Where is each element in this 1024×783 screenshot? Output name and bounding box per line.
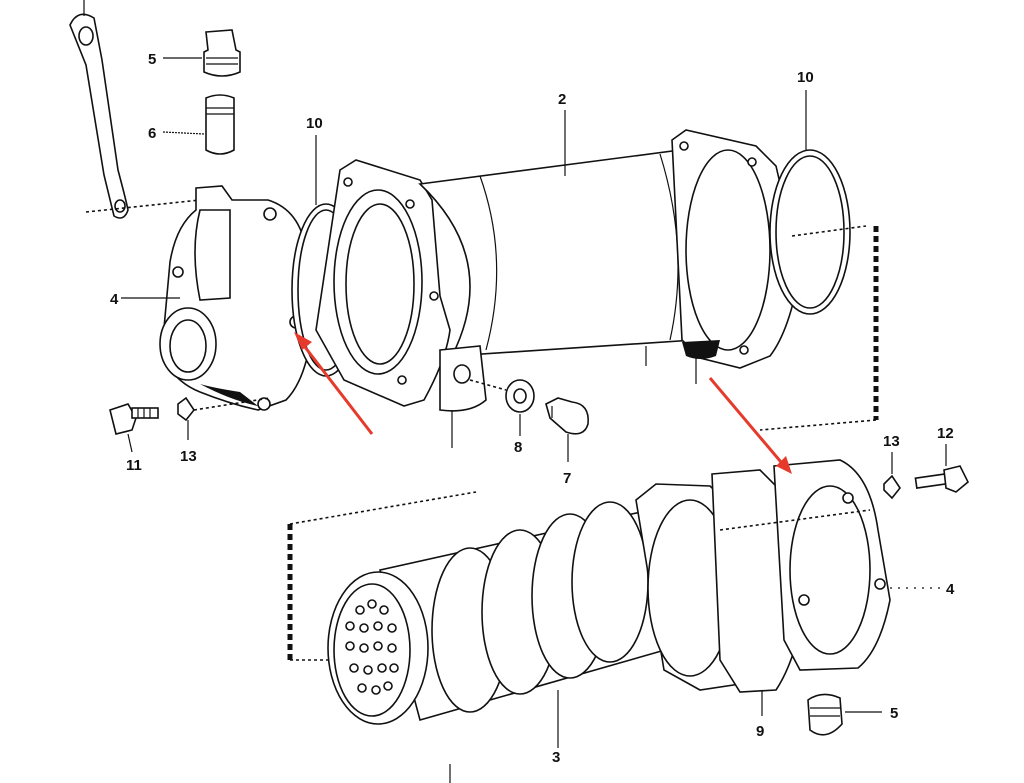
exchanger-housing (315, 110, 801, 448)
label-13-left: 13 (180, 448, 197, 465)
lock-washer-left (177, 396, 271, 440)
mounting-strap (69, 0, 201, 219)
end-cover-right (719, 459, 940, 671)
tube-bundle (287, 483, 769, 748)
label-9: 9 (756, 723, 764, 740)
red-arrow-right (708, 377, 792, 474)
label-4-left: 4 (110, 291, 119, 308)
label-2: 2 (558, 91, 566, 108)
end-cover-left (121, 185, 313, 411)
bolt-left (109, 403, 159, 453)
callout-labels: 5 6 10 2 10 4 11 13 8 7 13 12 4 5 9 3 (110, 51, 955, 766)
baffle-plates (431, 501, 649, 713)
label-5-bottom: 5 (890, 705, 898, 722)
red-arrow-left (294, 332, 374, 435)
bolt-right (914, 444, 969, 493)
label-12: 12 (937, 425, 954, 442)
plug-top (163, 29, 241, 77)
o-ring-right (759, 90, 879, 431)
label-5-top: 5 (148, 51, 156, 68)
label-11: 11 (126, 457, 142, 474)
label-13-right: 13 (883, 433, 900, 450)
label-3: 3 (552, 749, 560, 766)
lock-washer-right (883, 452, 901, 500)
label-10-right: 10 (797, 69, 814, 86)
label-7: 7 (563, 470, 571, 487)
label-10-left: 10 (306, 115, 323, 132)
pipe-nipple (162, 94, 235, 155)
label-6: 6 (148, 125, 156, 142)
plug-bottom (449, 693, 882, 783)
tube-holes (345, 599, 399, 695)
drain-plug (545, 397, 589, 462)
label-4-right: 4 (946, 581, 955, 598)
label-8: 8 (514, 439, 522, 456)
sealing-washer (469, 379, 535, 436)
